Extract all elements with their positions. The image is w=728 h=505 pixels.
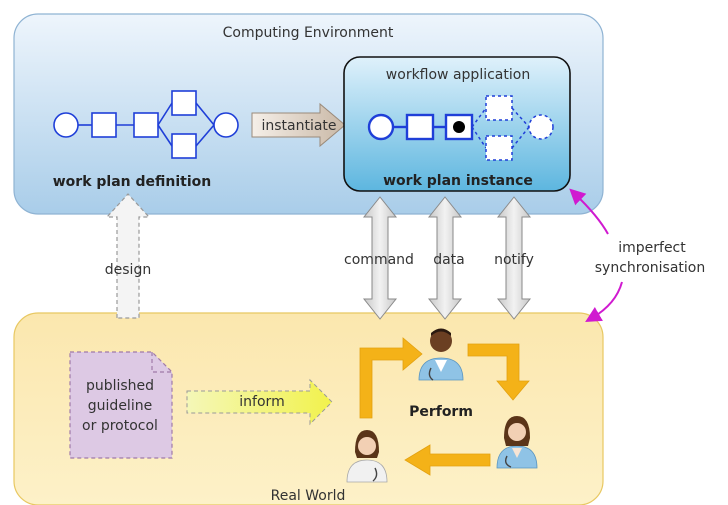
real-world-title: Real World (271, 488, 346, 504)
task-box-icon (91, 112, 117, 138)
document-line1: published (86, 378, 154, 394)
pending-task-icon (485, 95, 513, 121)
design-label: design (105, 262, 151, 278)
command-label: command (344, 252, 414, 268)
instantiate-arrow (251, 102, 346, 148)
inform-label: inform (239, 394, 284, 410)
perform-label: Perform (409, 404, 473, 420)
token-dot-icon (453, 121, 465, 133)
perform-cycle (359, 337, 530, 476)
work-plan-definition-label: work plan definition (53, 174, 211, 190)
sync-label-line2: synchronisation (595, 260, 706, 276)
pending-end-event-icon (528, 114, 554, 140)
cycle-arrow-left (404, 444, 491, 476)
inform-arrow (186, 378, 333, 426)
female-doctor-icon (496, 416, 538, 469)
cycle-arrow-right (467, 343, 530, 401)
computing-environment-title: Computing Environment (223, 25, 394, 41)
document-line2: guideline (88, 398, 152, 414)
work-plan-definition-flow (53, 90, 239, 159)
task-box-icon (171, 90, 197, 116)
data-label: data (433, 252, 465, 268)
notify-label: notify (494, 252, 534, 268)
sync-label-line1: imperfect (618, 240, 686, 256)
design-arrow (105, 193, 151, 319)
start-event-icon (367, 113, 395, 141)
nurse-icon (346, 430, 388, 483)
task-box-icon (171, 133, 197, 159)
workflow-application-title: workflow application (386, 67, 530, 83)
task-box-icon (133, 112, 159, 138)
cycle-arrow-up (359, 337, 423, 419)
sync-arrow-up (569, 188, 609, 235)
start-event-icon (53, 112, 79, 138)
work-plan-instance-label: work plan instance (383, 173, 533, 189)
instantiate-label: instantiate (261, 118, 336, 134)
male-doctor-icon (418, 328, 464, 381)
task-box-icon (405, 113, 435, 141)
guideline-document-icon (69, 351, 173, 459)
end-event-icon (213, 112, 239, 138)
sync-arrow-down (585, 281, 623, 323)
data-double-arrow (427, 196, 463, 320)
work-plan-instance-flow (367, 95, 554, 161)
pending-task-icon (485, 135, 513, 161)
notify-double-arrow (496, 196, 532, 320)
command-double-arrow (362, 196, 398, 320)
document-line3: or protocol (82, 418, 158, 434)
